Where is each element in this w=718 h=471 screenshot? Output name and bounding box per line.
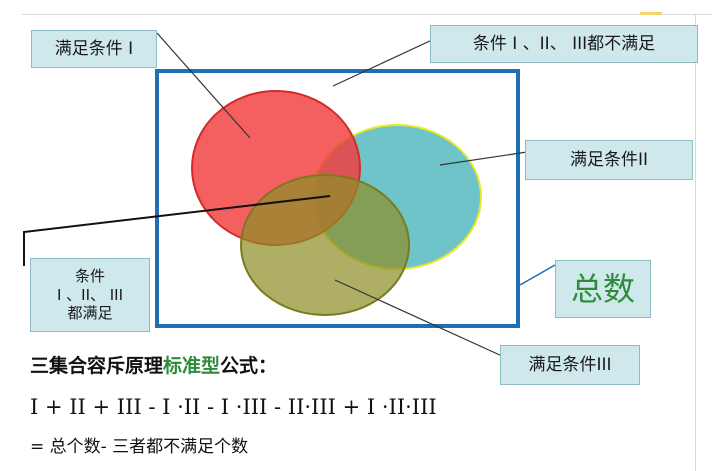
label-condition-1: 满足条件 I	[31, 30, 157, 68]
right-divider	[695, 14, 696, 471]
formula-title-highlight: 标准型	[163, 355, 221, 377]
label-total: 总数	[555, 260, 651, 318]
label-none-satisfied: 条件 I 、II、 III都不满足	[430, 25, 698, 63]
top-divider	[22, 14, 712, 15]
formula-title-prefix: 三集合容斥原理	[30, 355, 164, 377]
label-all-satisfied-line-1: 条件	[74, 266, 105, 285]
label-all-satisfied-line-2: I 、II、 III	[56, 285, 124, 304]
pointer-total	[519, 264, 556, 286]
label-all-satisfied: 条件 I 、II、 III 都满足	[30, 258, 150, 332]
formula-result: = 总个数- 三者都不满足个数	[30, 437, 249, 457]
accent-mark	[640, 12, 662, 15]
universe-frame	[155, 69, 520, 328]
pointer-condition-3	[334, 279, 503, 357]
pointer-all-satisfied	[23, 195, 331, 266]
pointer-condition-1	[156, 32, 251, 139]
formula-title-suffix: 公式：	[220, 355, 278, 377]
label-condition-2: 满足条件II	[525, 140, 693, 180]
label-condition-3: 满足条件III	[500, 345, 640, 385]
pointer-condition-2	[439, 151, 528, 166]
pointer-none-satisfied	[332, 39, 433, 87]
label-all-satisfied-line-3: 都满足	[67, 304, 113, 323]
formula-title: 三集合容斥原理标准型公式：	[30, 351, 277, 378]
circle-condition-3	[240, 174, 410, 316]
formula-expression: I + II + III - I ·II - I ·III - II·III +…	[30, 395, 437, 419]
